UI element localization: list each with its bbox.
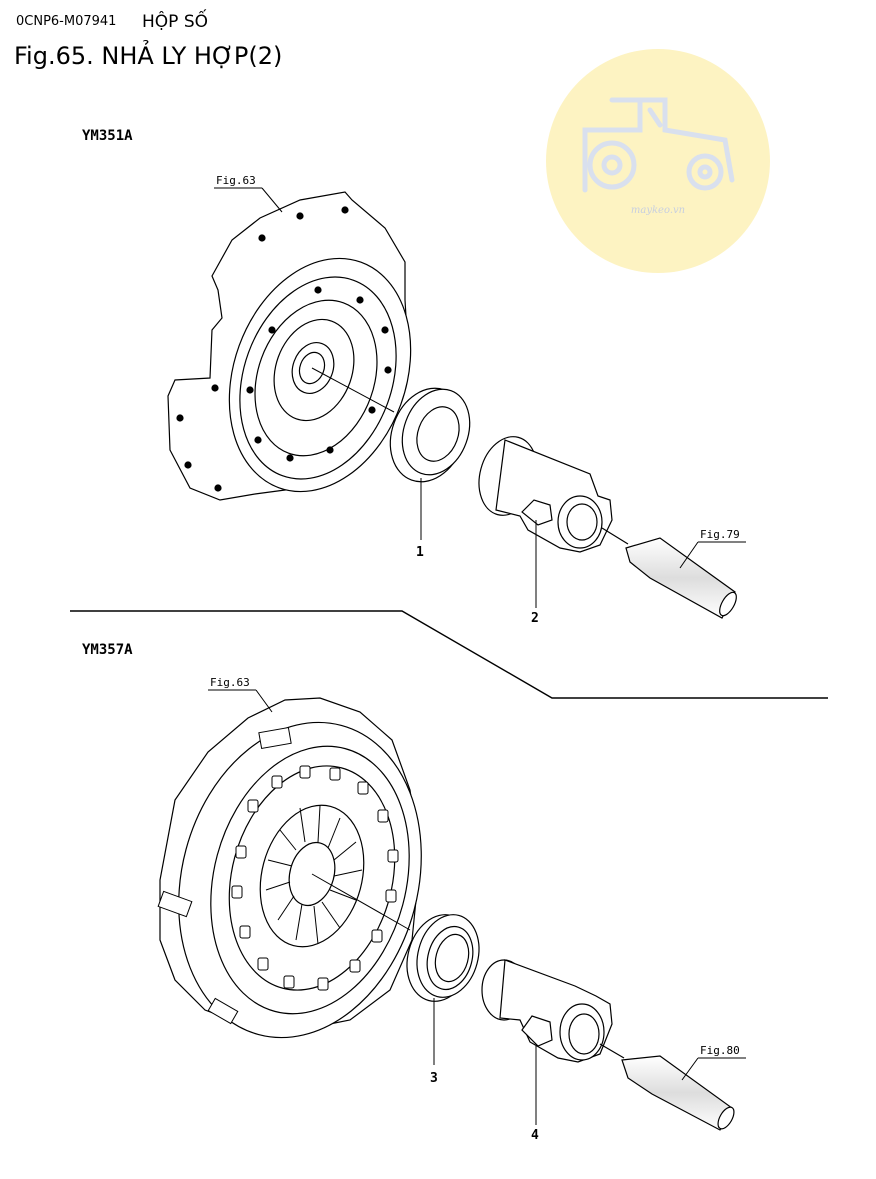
ref-fig-63-b: Fig.63 — [210, 676, 250, 689]
model-label-ym351a: YM351A — [82, 128, 133, 144]
watermark-logo: maykeo.vn — [546, 49, 770, 273]
clutch-cover-ym357a — [157, 697, 422, 1039]
ref-fig-63-a: Fig.63 — [216, 174, 256, 187]
figure-title: Fig.65. NHẢ LY HỢP(2) — [14, 42, 283, 70]
release-bearing-part-1 — [389, 387, 471, 483]
callout-2: 2 — [531, 611, 539, 626]
section-divider — [70, 610, 828, 699]
document-code: 0CNP6-M07941 — [16, 14, 117, 29]
assembly-ym351a — [167, 191, 737, 619]
callout-1: 1 — [416, 545, 424, 560]
input-shaft-ym357a — [599, 1043, 735, 1131]
model-label-ym357a: YM357A — [82, 642, 133, 658]
watermark-text: maykeo.vn — [631, 205, 685, 216]
ref-fig-79: Fig.79 — [700, 528, 740, 541]
release-bearing-part-3 — [406, 914, 480, 1002]
ref-fig-80: Fig.80 — [700, 1044, 740, 1057]
release-hub-part-4 — [481, 959, 613, 1063]
assembly-ym357a — [157, 697, 735, 1131]
callouts-ym351a: 1 2 Fig.63 Fig.79 — [214, 174, 746, 626]
callout-3: 3 — [430, 1071, 438, 1086]
input-shaft-ym351a — [601, 527, 737, 619]
clutch-cover-ym351a — [167, 191, 412, 501]
section-title: HỘP SỐ — [142, 12, 208, 32]
callouts-ym357a: 3 4 Fig.63 Fig.80 — [208, 676, 746, 1143]
tractor-logo-icon — [582, 97, 735, 193]
callout-4: 4 — [531, 1128, 539, 1143]
release-hub-part-2 — [478, 436, 613, 553]
